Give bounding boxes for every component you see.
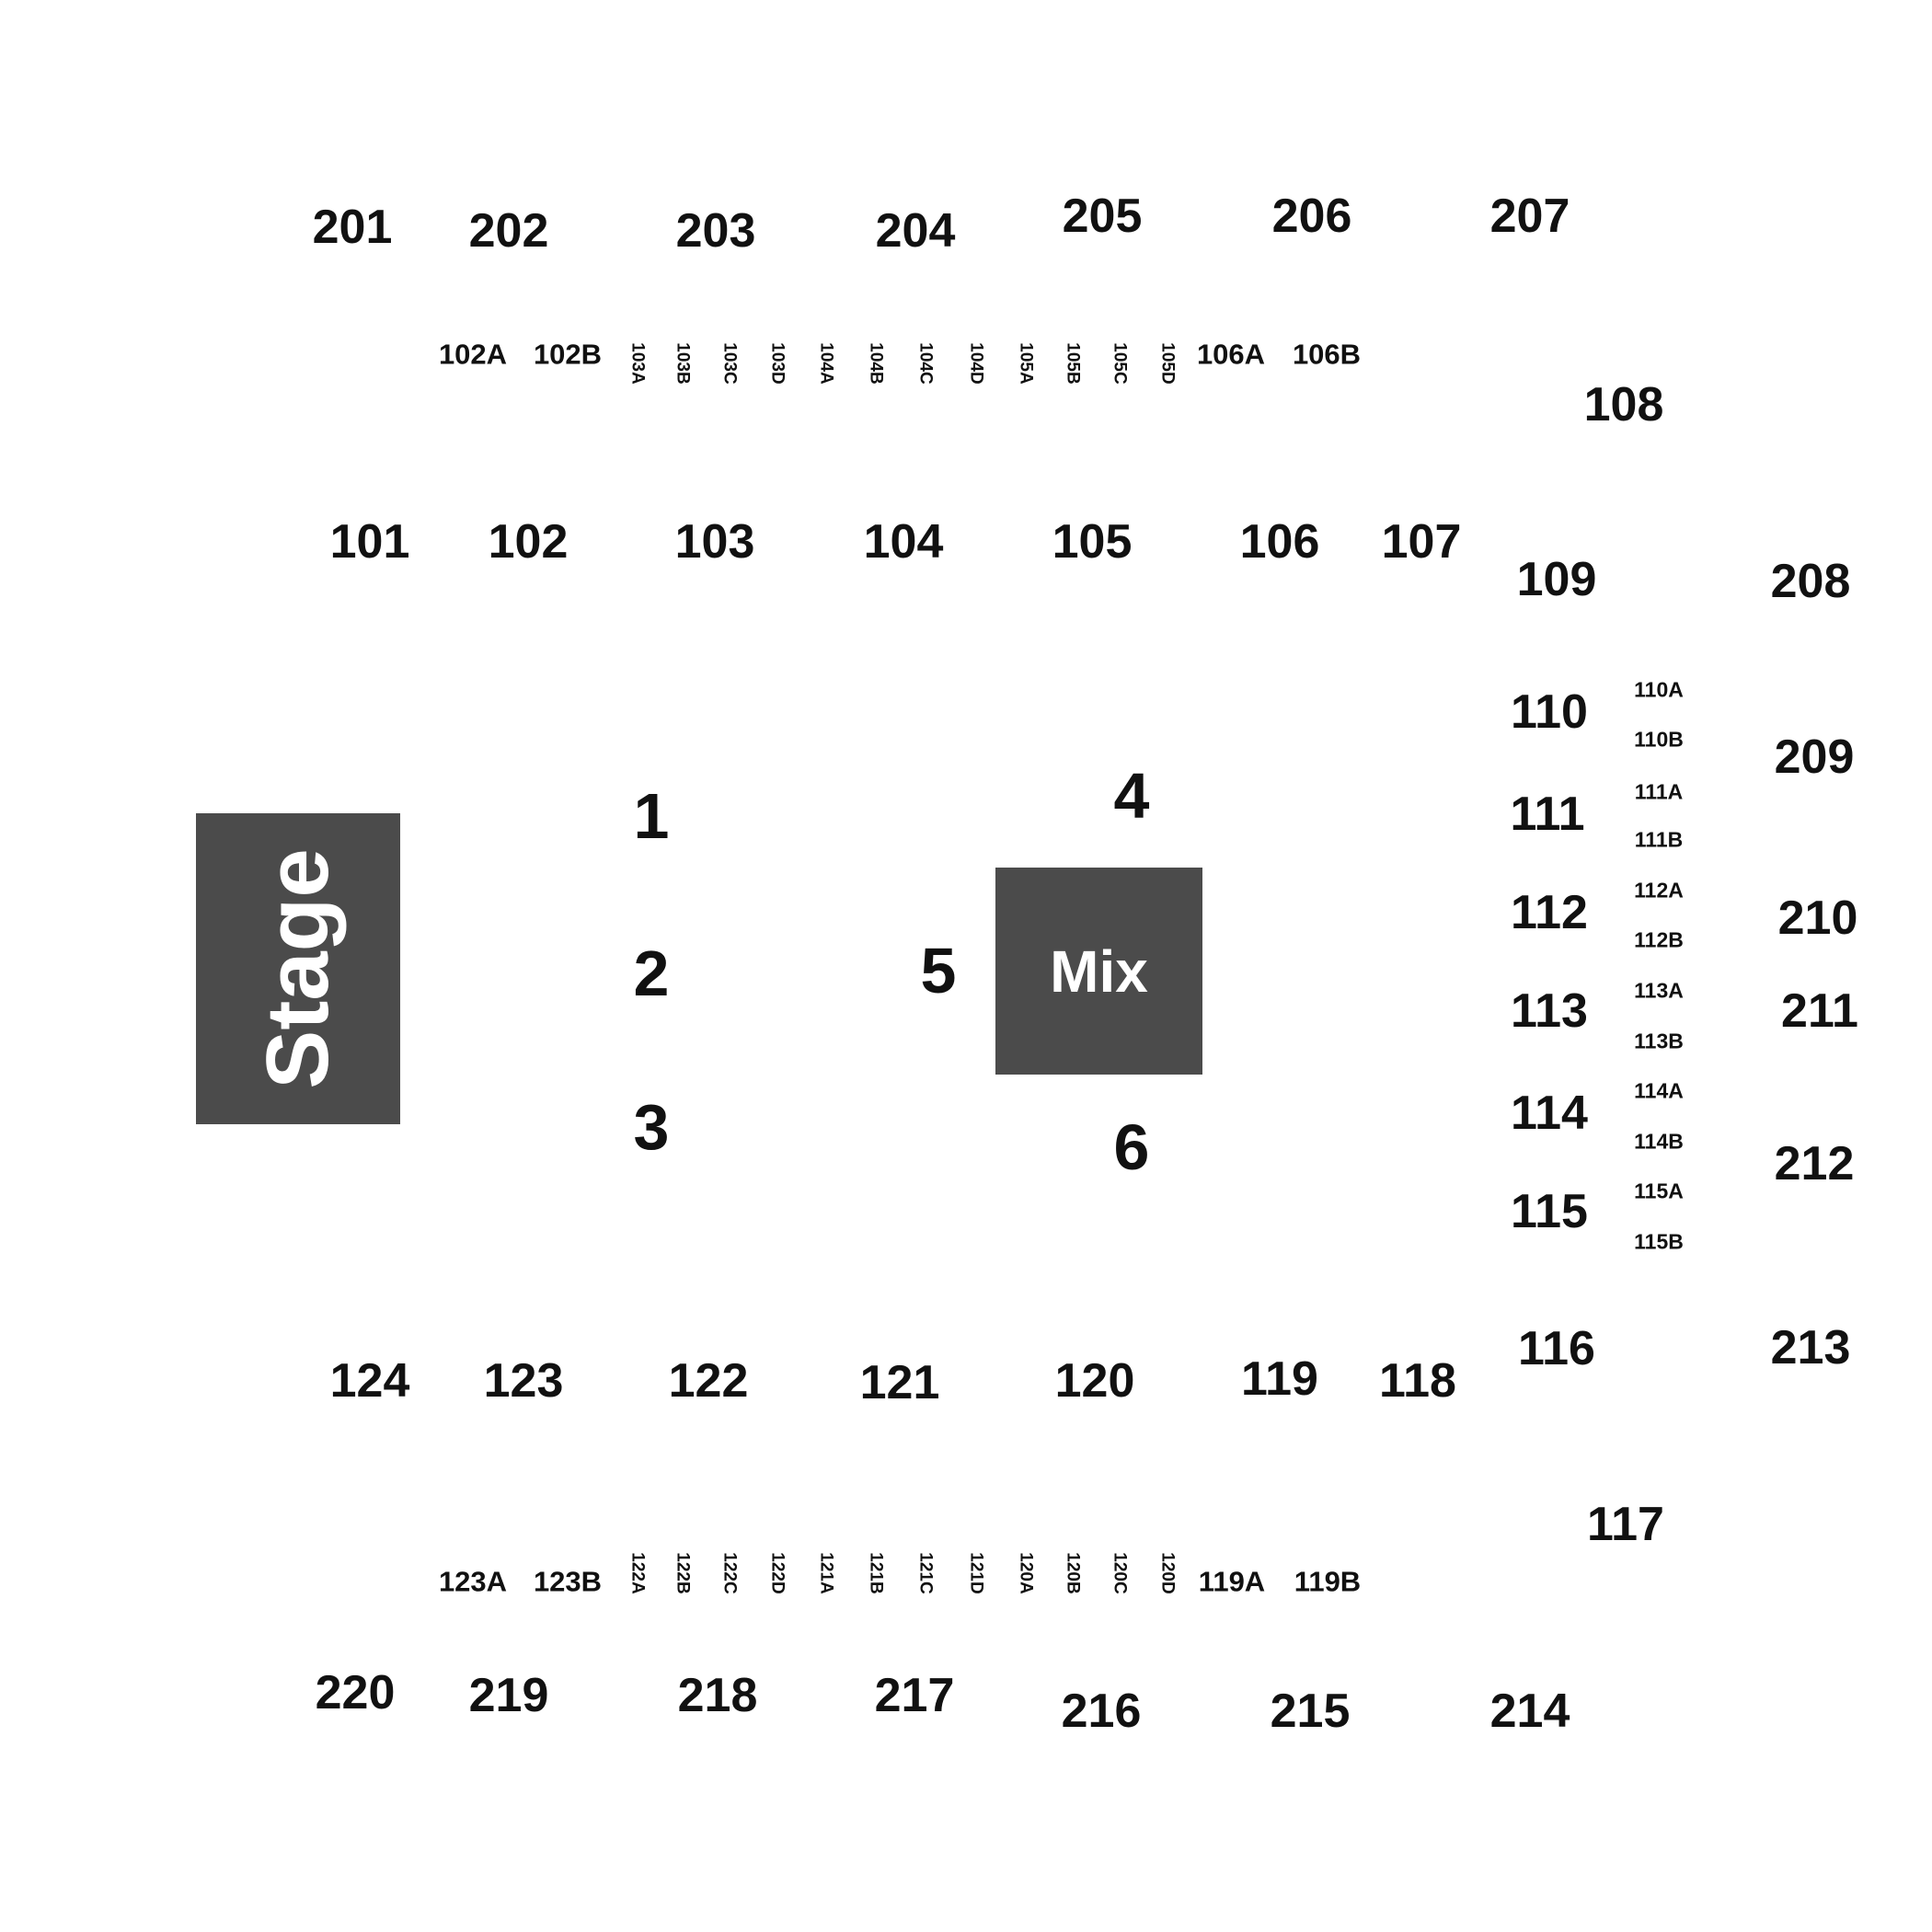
section-101[interactable]: 101 — [329, 515, 410, 569]
section-103c[interactable]: 103C — [719, 342, 740, 385]
section-120c[interactable]: 120C — [1110, 1552, 1130, 1594]
section-112a[interactable]: 112A — [1634, 878, 1684, 903]
section-115[interactable]: 115 — [1511, 1185, 1588, 1238]
section-122c[interactable]: 122C — [719, 1552, 740, 1594]
section-205[interactable]: 205 — [1062, 190, 1143, 243]
section-209[interactable]: 209 — [1774, 730, 1855, 784]
section-121b[interactable]: 121B — [866, 1552, 886, 1594]
section-114b[interactable]: 114B — [1634, 1129, 1684, 1154]
section-121[interactable]: 121 — [859, 1356, 940, 1409]
stage-label: Stage — [248, 848, 347, 1089]
section-121c[interactable]: 121C — [915, 1552, 936, 1594]
section-115a[interactable]: 115A — [1634, 1179, 1684, 1203]
section-124[interactable]: 124 — [329, 1354, 410, 1408]
section-120b[interactable]: 120B — [1063, 1552, 1083, 1594]
section-108[interactable]: 108 — [1583, 378, 1664, 431]
section-105[interactable]: 105 — [1052, 515, 1133, 569]
section-103d[interactable]: 103D — [767, 342, 788, 385]
section-102[interactable]: 102 — [488, 515, 569, 569]
floor-section-4[interactable]: 4 — [1113, 760, 1150, 832]
section-122a[interactable]: 122A — [627, 1552, 648, 1594]
section-105a[interactable]: 105A — [1016, 342, 1036, 385]
section-111[interactable]: 111 — [1510, 788, 1585, 841]
floor-section-3[interactable]: 3 — [633, 1091, 670, 1163]
section-109[interactable]: 109 — [1516, 553, 1597, 606]
section-220[interactable]: 220 — [315, 1666, 396, 1719]
section-214[interactable]: 214 — [1489, 1685, 1570, 1738]
section-213[interactable]: 213 — [1770, 1321, 1851, 1374]
floor-section-1[interactable]: 1 — [633, 780, 670, 852]
section-112[interactable]: 112 — [1511, 886, 1588, 939]
section-106b[interactable]: 106B — [1292, 338, 1362, 371]
section-103b[interactable]: 103B — [673, 342, 693, 385]
section-104[interactable]: 104 — [863, 515, 944, 569]
section-113a[interactable]: 113A — [1634, 978, 1684, 1003]
section-122[interactable]: 122 — [668, 1354, 749, 1408]
section-202[interactable]: 202 — [468, 204, 549, 258]
section-116[interactable]: 116 — [1518, 1322, 1595, 1375]
section-106[interactable]: 106 — [1239, 515, 1320, 569]
section-201[interactable]: 201 — [312, 201, 393, 254]
section-120[interactable]: 120 — [1054, 1354, 1135, 1408]
section-118[interactable]: 118 — [1379, 1354, 1456, 1408]
section-102a[interactable]: 102A — [438, 338, 508, 371]
section-212[interactable]: 212 — [1774, 1137, 1855, 1190]
section-219[interactable]: 219 — [468, 1669, 549, 1722]
section-104c[interactable]: 104C — [915, 342, 936, 385]
section-106a[interactable]: 106A — [1196, 338, 1266, 371]
section-211[interactable]: 211 — [1781, 984, 1858, 1038]
section-107[interactable]: 107 — [1381, 515, 1462, 569]
section-105b[interactable]: 105B — [1063, 342, 1083, 385]
floor-section-5[interactable]: 5 — [920, 935, 957, 1006]
section-119b[interactable]: 119B — [1294, 1565, 1362, 1598]
section-119[interactable]: 119 — [1241, 1352, 1318, 1406]
stage: Stage — [196, 813, 400, 1124]
section-204[interactable]: 204 — [875, 204, 956, 258]
section-217[interactable]: 217 — [874, 1669, 955, 1722]
section-114[interactable]: 114 — [1511, 1087, 1588, 1140]
section-215[interactable]: 215 — [1270, 1685, 1351, 1738]
floor-section-2[interactable]: 2 — [633, 937, 670, 1009]
section-110b[interactable]: 110B — [1634, 727, 1684, 752]
section-104b[interactable]: 104B — [866, 342, 886, 385]
section-123[interactable]: 123 — [483, 1354, 564, 1408]
section-105d[interactable]: 105D — [1157, 342, 1178, 385]
section-120d[interactable]: 120D — [1157, 1552, 1178, 1594]
section-104d[interactable]: 104D — [966, 342, 986, 385]
section-121d[interactable]: 121D — [966, 1552, 986, 1594]
section-103[interactable]: 103 — [674, 515, 755, 569]
section-203[interactable]: 203 — [675, 204, 756, 258]
section-111b[interactable]: 111B — [1634, 827, 1684, 852]
section-105c[interactable]: 105C — [1110, 342, 1130, 385]
section-113[interactable]: 113 — [1511, 984, 1588, 1038]
section-102b[interactable]: 102B — [533, 338, 603, 371]
section-120a[interactable]: 120A — [1016, 1552, 1036, 1594]
section-210[interactable]: 210 — [1777, 891, 1858, 945]
section-117[interactable]: 117 — [1587, 1498, 1664, 1551]
floor-section-6[interactable]: 6 — [1113, 1111, 1150, 1183]
section-110a[interactable]: 110A — [1634, 677, 1684, 702]
mix-label: Mix — [1050, 937, 1148, 1005]
section-114a[interactable]: 114A — [1634, 1078, 1684, 1103]
section-122b[interactable]: 122B — [673, 1552, 693, 1594]
section-218[interactable]: 218 — [677, 1669, 758, 1722]
section-112b[interactable]: 112B — [1634, 927, 1684, 952]
section-110[interactable]: 110 — [1511, 685, 1588, 739]
section-103a[interactable]: 103A — [627, 342, 648, 385]
section-115b[interactable]: 115B — [1634, 1229, 1684, 1254]
section-216[interactable]: 216 — [1061, 1685, 1142, 1738]
section-207[interactable]: 207 — [1489, 190, 1570, 243]
section-104a[interactable]: 104A — [816, 342, 836, 385]
section-121a[interactable]: 121A — [816, 1552, 836, 1594]
section-113b[interactable]: 113B — [1634, 1029, 1684, 1053]
mix-position: Mix — [995, 868, 1202, 1075]
section-206[interactable]: 206 — [1271, 190, 1352, 243]
section-208[interactable]: 208 — [1770, 555, 1851, 608]
section-123b[interactable]: 123B — [533, 1565, 603, 1598]
section-111a[interactable]: 111A — [1634, 779, 1684, 804]
section-119a[interactable]: 119A — [1198, 1565, 1266, 1598]
section-123a[interactable]: 123A — [438, 1565, 508, 1598]
section-122d[interactable]: 122D — [767, 1552, 788, 1594]
